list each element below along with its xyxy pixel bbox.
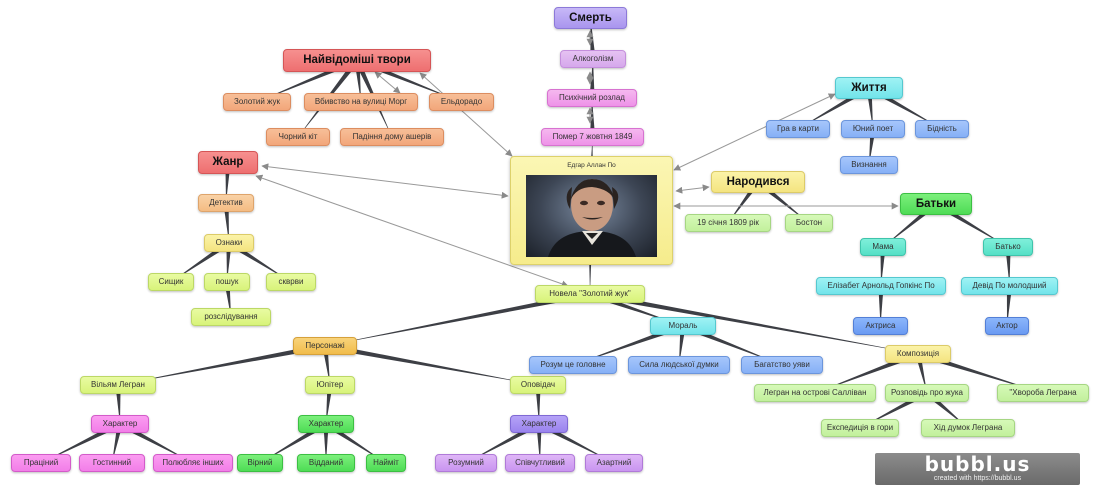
node-hosp[interactable]: Гостинний [79, 454, 145, 472]
node-island[interactable]: Легран на острові Салліван [754, 384, 876, 402]
node-story[interactable]: Розповідь про жука [885, 384, 969, 402]
node-works[interactable]: Найвідоміші твори [283, 49, 431, 72]
node-cards[interactable]: Гра в карти [766, 120, 830, 138]
node-illness[interactable]: "Хвороба Леграна [997, 384, 1089, 402]
watermark-subtitle: created with https://bubbl.us [933, 475, 1022, 482]
node-legrand[interactable]: Вільям Легран [80, 376, 156, 394]
node-elizabeth[interactable]: Елізабет Арнольд Гопкінс По [816, 277, 946, 295]
node-thought[interactable]: Сила людської думки [628, 356, 730, 374]
node-hired[interactable]: Найміт [366, 454, 406, 472]
node-jupiter[interactable]: Юпітер [305, 376, 355, 394]
node-sorrows[interactable]: скврви [266, 273, 316, 291]
node-usher[interactable]: Падіння дому ашерів [340, 128, 444, 146]
arrow-3 [419, 72, 513, 157]
center-node-poe[interactable]: Едгар Аллан По [510, 156, 673, 265]
node-moral[interactable]: Мораль [650, 317, 716, 335]
node-characters[interactable]: Персонажі [293, 337, 357, 355]
node-loyal[interactable]: Вірний [237, 454, 283, 472]
node-actress[interactable]: Актриса [853, 317, 908, 335]
node-morgue[interactable]: Вбивство на вулиці Морг [304, 93, 418, 111]
node-detective[interactable]: Детектив [198, 194, 254, 212]
edge-characters-narrator [324, 343, 538, 385]
arrow-4 [374, 71, 401, 94]
edge-david-actor [1006, 285, 1013, 326]
edge-elizabeth-actress [878, 285, 884, 326]
node-boston[interactable]: Бостон [785, 214, 833, 232]
node-birthdate[interactable]: 19 січня 1809 рік [685, 214, 771, 232]
edge-char2-devoted [323, 424, 329, 463]
edge-signs-search [226, 242, 232, 282]
edge-narrator-char3 [535, 384, 541, 424]
node-alcohol[interactable]: Алкоголізм [560, 50, 626, 68]
node-sleuth[interactable]: Сищик [148, 273, 194, 291]
node-died[interactable]: Помер 7 жовтня 1849 [541, 128, 644, 146]
node-love[interactable]: Полюбляє інших [153, 454, 233, 472]
watermark-logo: bubbl.us [924, 452, 1031, 476]
node-wealth[interactable]: Багатство уяви [741, 356, 823, 374]
node-composition[interactable]: Композиція [885, 345, 951, 363]
node-char2[interactable]: Характер [298, 415, 354, 433]
edge-novella-characters [325, 291, 591, 346]
edge-detective-signs [223, 202, 229, 243]
edge-char1-hosp [112, 423, 123, 463]
node-novella[interactable]: Новела "Золотий жук" [535, 285, 645, 303]
node-sympat[interactable]: Співчутливий [505, 454, 575, 472]
node-youngpoet[interactable]: Юний поет [841, 120, 905, 138]
node-narrator[interactable]: Оповідач [510, 376, 566, 394]
node-signs[interactable]: Ознаки [204, 234, 254, 252]
node-dad[interactable]: Батько [983, 238, 1033, 256]
node-poverty[interactable]: Бідність [915, 120, 969, 138]
node-famous[interactable]: Визнання [840, 156, 898, 174]
center-title: Едгар Аллан По [567, 162, 616, 169]
node-hardw[interactable]: Праціний [11, 454, 71, 472]
node-blackcat[interactable]: Чорний кіт [266, 128, 330, 146]
node-expedition[interactable]: Експедиція в гори [821, 419, 899, 437]
node-char1[interactable]: Характер [91, 415, 149, 433]
edge-composition-story [915, 353, 927, 393]
node-life[interactable]: Життя [835, 77, 903, 99]
edge-char3-sympat [536, 423, 542, 463]
node-eldorado[interactable]: Ельдорадо [429, 93, 494, 111]
poe-portrait [526, 175, 657, 257]
node-devoted[interactable]: Відданий [297, 454, 355, 472]
node-goldbug-w[interactable]: Золотий жук [223, 93, 291, 111]
edge-mom-elizabeth [880, 246, 886, 286]
bubbl-watermark: bubbl.us created with https://bubbl.us [875, 453, 1080, 485]
node-actor[interactable]: Актор [985, 317, 1029, 335]
node-parents[interactable]: Батьки [900, 193, 972, 215]
node-death[interactable]: Смерть [554, 7, 627, 29]
node-char3[interactable]: Характер [510, 415, 568, 433]
edge-moral-thought [679, 325, 686, 365]
arrow-8 [675, 184, 710, 194]
edge-characters-legrand [118, 343, 326, 385]
edge-novella-composition [589, 291, 918, 354]
node-investig[interactable]: розслідування [191, 308, 271, 326]
node-mom[interactable]: Мама [860, 238, 906, 256]
node-david[interactable]: Девід По молодший [961, 277, 1058, 295]
node-thoughts[interactable]: Хід думок Леграна [921, 419, 1015, 437]
edge-jupiter-char2 [326, 384, 333, 424]
node-smart[interactable]: Розумний [435, 454, 497, 472]
node-mind[interactable]: Розум це головне [529, 356, 617, 374]
arrow-7 [673, 93, 836, 171]
edge-characters-jupiter [322, 345, 330, 385]
edge-legrand-char1 [115, 384, 121, 424]
node-gambler[interactable]: Азартний [585, 454, 643, 472]
edge-dad-david [1005, 246, 1011, 286]
arrow-6 [255, 174, 569, 288]
node-genre[interactable]: Жанр [198, 151, 258, 174]
node-born[interactable]: Народився [711, 171, 805, 193]
node-search[interactable]: пошук [204, 273, 250, 291]
node-mental[interactable]: Психічний розлад [547, 89, 637, 107]
